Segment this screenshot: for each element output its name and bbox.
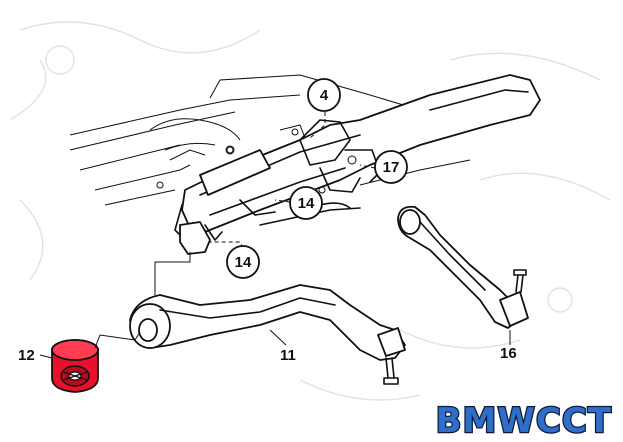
label-16: 16 — [500, 345, 517, 362]
svg-text:BMWCCT: BMWCCT — [436, 401, 612, 441]
bmwcct-logo: BMWCCT — [434, 400, 612, 442]
callout-17: 17 — [374, 150, 408, 184]
callout-4: 4 — [307, 78, 341, 112]
callout-14-lower: 14 — [226, 245, 260, 279]
svg-text:4: 4 — [320, 87, 329, 104]
label-12: 12 — [18, 347, 35, 364]
callout-14-upper: 14 — [289, 186, 323, 220]
wishbone-part-11 — [129, 284, 406, 385]
body-outline — [69, 74, 421, 206]
svg-text:14: 14 — [235, 254, 252, 271]
bushing-part-12 — [51, 339, 99, 393]
label-11: 11 — [280, 347, 296, 364]
front-axle-carrier — [169, 74, 541, 255]
svg-text:14: 14 — [298, 195, 315, 212]
leader-lines — [39, 112, 511, 359]
background-watermark — [9, 21, 611, 401]
svg-text:17: 17 — [383, 159, 400, 176]
tension-strut-part-16 — [397, 205, 529, 329]
